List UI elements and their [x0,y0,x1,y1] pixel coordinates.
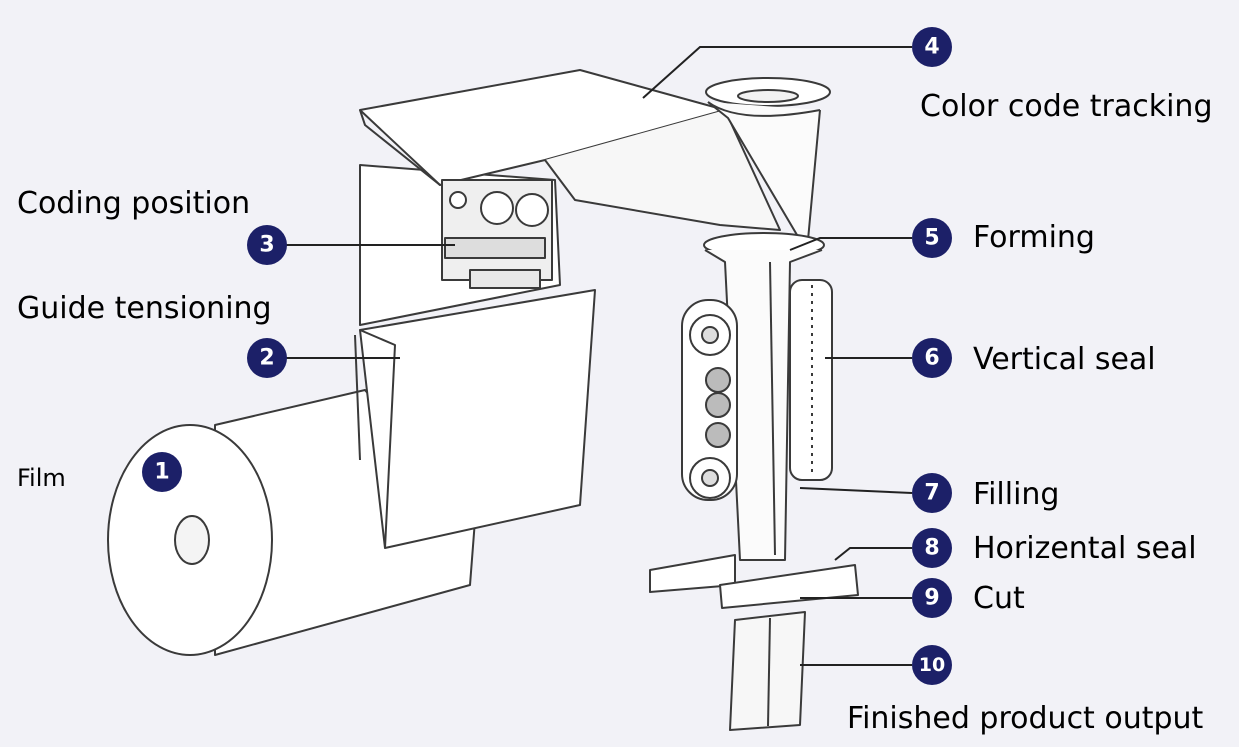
callout-label-8: Horizental seal [973,531,1197,566]
callout-badge-3: 3 [247,225,287,265]
callout-badge-8: 8 [912,528,952,568]
svg-text:10: 10 [919,654,945,676]
forming-funnel [705,77,831,241]
callout-label-2: Guide tensioning [17,291,272,326]
svg-text:6: 6 [924,346,939,371]
svg-text:3: 3 [259,233,274,258]
callout-badge-7: 7 [912,473,952,513]
svg-text:5: 5 [924,226,939,251]
horizontal-seal-jaws [649,554,859,609]
coding-unit [441,179,553,289]
svg-text:9: 9 [924,586,939,611]
callout-label-3: Coding position [17,186,250,221]
vertical-belt-unit [681,299,738,501]
finished-bag [729,611,806,731]
leader-line-8 [834,547,912,561]
svg-text:7: 7 [924,481,939,506]
leader-line-5 [789,237,912,251]
callout-label-7: Filling [973,477,1059,512]
machine-illustration [107,69,859,731]
vertical-seal-bar [789,279,833,481]
svg-text:4: 4 [924,35,939,60]
callout-badge-1: 1 [142,452,182,492]
svg-text:8: 8 [924,536,939,561]
callout-badge-5: 5 [912,218,952,258]
callout-badge-2: 2 [247,338,287,378]
svg-text:2: 2 [259,346,274,371]
callout-label-9: Cut [973,581,1025,616]
callout-label-10: Finished product output [847,701,1204,736]
leader-line-4 [642,46,912,99]
svg-text:1: 1 [154,460,169,485]
leader-line-7 [799,487,913,494]
guide-tension-plate [354,289,596,549]
callout-badge-6: 6 [912,338,952,378]
leader-lines [284,46,913,666]
callout-label-1: Film [17,464,66,492]
callout-badge-10: 10 [912,645,952,685]
callout-badge-4: 4 [912,27,952,67]
callout-badge-9: 9 [912,578,952,618]
callout-label-5: Forming [973,220,1095,255]
callout-label-4: Color code tracking [920,89,1213,124]
callout-label-6: Vertical seal [973,342,1156,377]
